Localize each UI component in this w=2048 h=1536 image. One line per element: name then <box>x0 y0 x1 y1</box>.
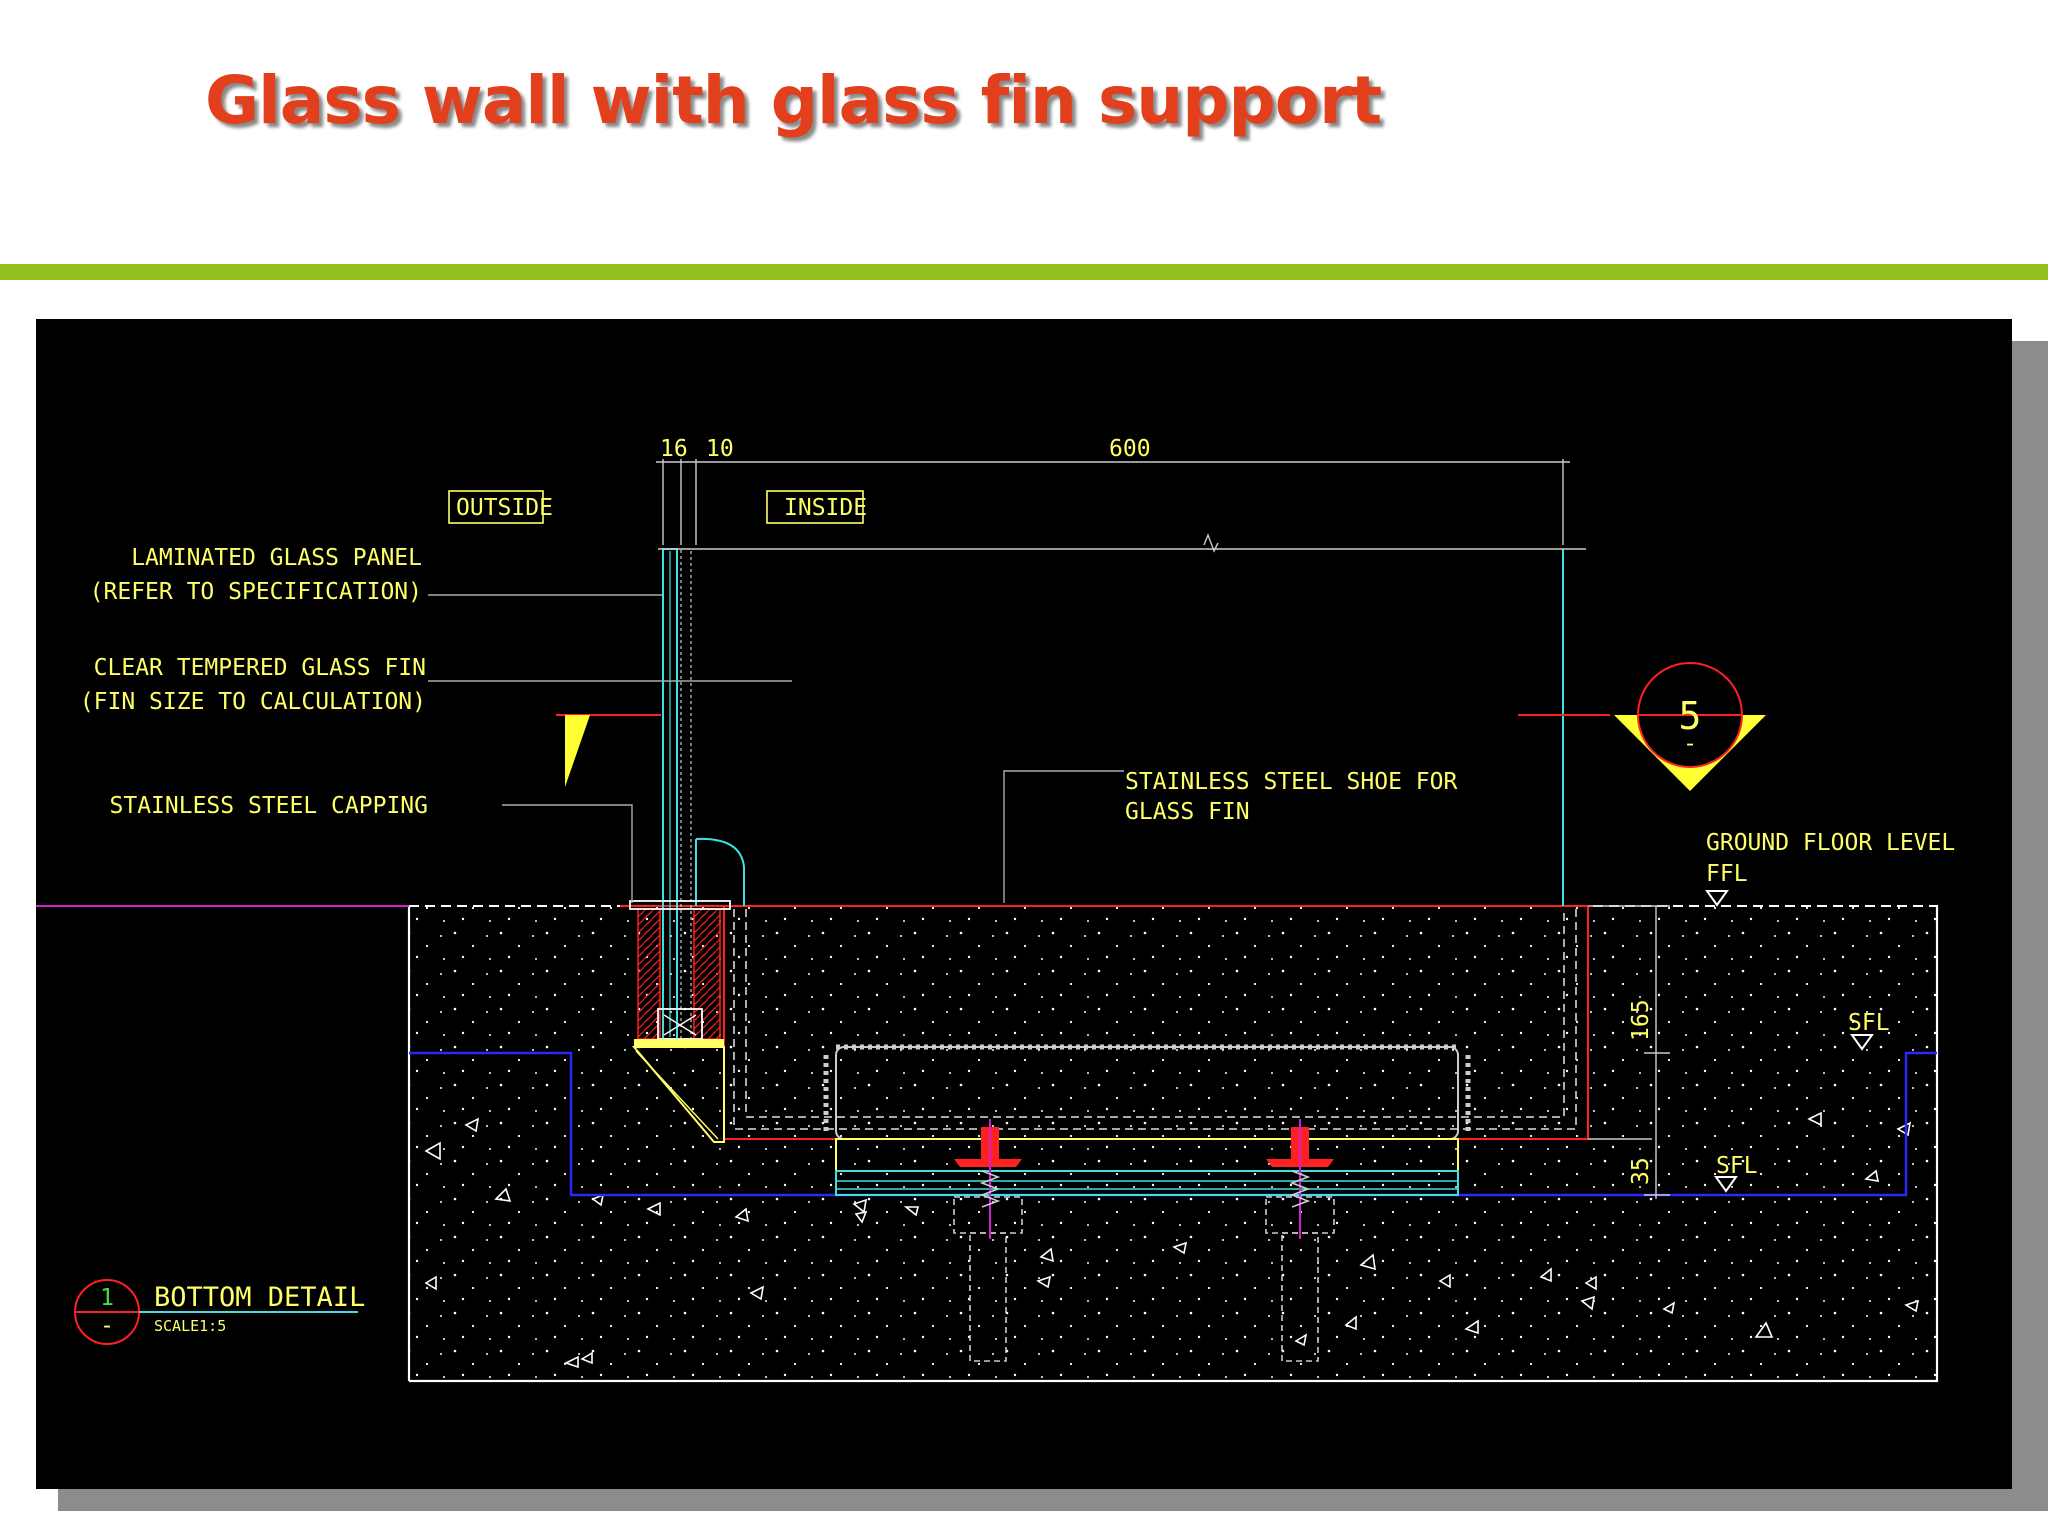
sfl-upper-marker <box>1850 1034 1874 1051</box>
dim-35-label: 35 <box>1628 1157 1654 1185</box>
dim-10-label: 10 <box>706 436 734 462</box>
inside-label: INSIDE <box>784 495 867 521</box>
aggregate-marks <box>424 1111 1920 1369</box>
slide-title: Glass wall with glass fin support <box>205 62 1382 139</box>
dim-600-label: 600 <box>1109 436 1151 462</box>
anchor-bolt-right <box>1265 1119 1335 1362</box>
detail-number: 1 <box>100 1285 114 1311</box>
outside-box <box>448 490 544 524</box>
shoe-label-line2: GLASS FIN <box>1125 799 1250 825</box>
fin-label-line1: CLEAR TEMPERED GLASS FIN <box>94 655 426 681</box>
detail-scale: SCALE1:5 <box>154 1317 226 1335</box>
section-sub: - <box>1683 731 1697 757</box>
fin-base-shoe <box>823 1044 1471 1196</box>
leader-lines <box>428 594 1124 903</box>
laminated-label-line2: (REFER TO SPECIFICATION) <box>90 579 422 605</box>
laminated-label-line1: LAMINATED GLASS PANEL <box>131 545 422 571</box>
steel-shoe <box>733 909 1577 1130</box>
ffl-marker <box>1705 890 1729 907</box>
level-dimensions <box>1588 905 1670 1199</box>
inside-box <box>766 490 864 524</box>
detail-bubble <box>74 1279 358 1345</box>
cad-drawing: 16 10 600 OUTSIDE INSIDE LAMINATED GLASS… <box>36 319 2012 1489</box>
cad-drawing-canvas: 16 10 600 OUTSIDE INSIDE LAMINATED GLASS… <box>36 436 1955 1383</box>
fin-label-line2: (FIN SIZE TO CALCULATION) <box>80 689 426 715</box>
sfl-upper-label: SFL <box>1848 1010 1890 1036</box>
sfl-lower-marker <box>1714 1176 1738 1193</box>
title-divider <box>0 264 2048 280</box>
capping-label: STAINLESS STEEL CAPPING <box>110 793 429 819</box>
dim-165-label: 165 <box>1628 999 1654 1041</box>
shoe-label-line1: STAINLESS STEEL SHOE FOR <box>1125 769 1457 795</box>
section-arrow-left <box>565 715 590 787</box>
sfl-lower-label: SFL <box>1716 1153 1758 1179</box>
detail-title: BOTTOM DETAIL <box>154 1282 365 1313</box>
outside-label: OUTSIDE <box>456 495 553 521</box>
steel-capping <box>629 900 731 1143</box>
top-dimensions <box>656 459 1586 553</box>
detail-sub: - <box>100 1313 114 1339</box>
ffl-label: FFL <box>1706 861 1748 887</box>
section-marker <box>1614 662 1766 791</box>
ground-floor-label: GROUND FLOOR LEVEL <box>1706 830 1955 856</box>
dim-16-label: 16 <box>660 436 688 462</box>
section-number: 5 <box>1679 694 1702 738</box>
anchor-bolt-left <box>953 1119 1023 1362</box>
